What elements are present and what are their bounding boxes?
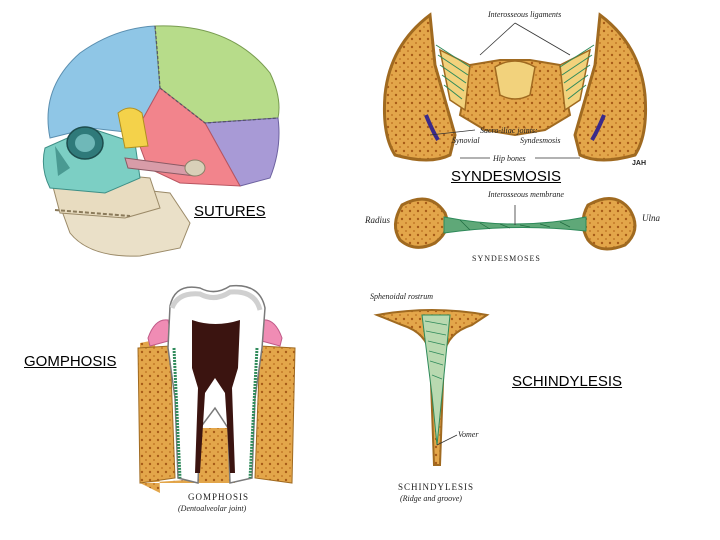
caption-sutures: SUTURES [194,203,266,220]
radius-label: Radius [364,215,390,225]
sphenoidal-rostrum-label: Sphenoidal rostrum [370,292,433,301]
right-hip-bone [573,12,647,162]
occipital-bone [204,117,280,187]
skull-illustration [42,25,280,257]
interosseous-membrane-label: Interosseous membrane [487,190,564,199]
gomphosis-subtitle: (Dentoalveolar joint) [178,504,247,513]
vomer-illustration: Sphenoidal rostrum Vomer SCHINDYLESIS (R… [362,285,512,507]
schindylesis-title: SCHINDYLESIS [398,482,474,492]
synovial-label: Synovial [452,136,480,145]
hip-bones-label: Hip bones [492,154,526,163]
caption-schindylesis: SCHINDYLESIS [512,373,623,390]
vomer-label: Vomer [458,430,479,439]
caption-gomphosis: GOMPHOSIS [24,353,117,370]
gomphosis-title: GOMPHOSIS [188,492,249,502]
sphenoidal-rostrum [421,314,451,446]
sacro-iliac-joints-label: Sacro-iliac joints: [480,126,538,135]
syndesmoses-title: SYNDESMOSES [472,254,541,263]
interosseous-ligament-left [435,44,471,100]
ulna-label: Ulna [642,213,661,223]
external-acoustic-meatus [184,159,206,177]
sphenoid-bone [117,107,149,149]
tooth-pulp [192,320,240,473]
parietal-bone [154,25,280,124]
artist-initials: JAH [632,160,646,167]
left-hip-bone [383,12,457,162]
sacroiliac-illustration: Interosseous ligaments Sacro-iliac joint… [383,10,647,167]
radius-ulna-illustration: Interosseous membrane Radius Ulna SYNDES… [360,185,675,267]
caption-syndesmosis: SYNDESMOSIS [451,168,562,185]
interosseous-ligament-right [559,44,595,100]
periodontal-ligament [172,347,182,479]
radius-bone [394,197,449,249]
ulna-bone [581,197,637,251]
tooth-illustration: GOMPHOSIS (Dentoalveolar joint) [100,278,332,520]
interosseous-ligaments-label: Interosseous ligaments [487,10,561,19]
schindylesis-subtitle: (Ridge and groove) [400,494,462,503]
syndesmosis-sub-label: Syndesmosis [520,136,560,145]
